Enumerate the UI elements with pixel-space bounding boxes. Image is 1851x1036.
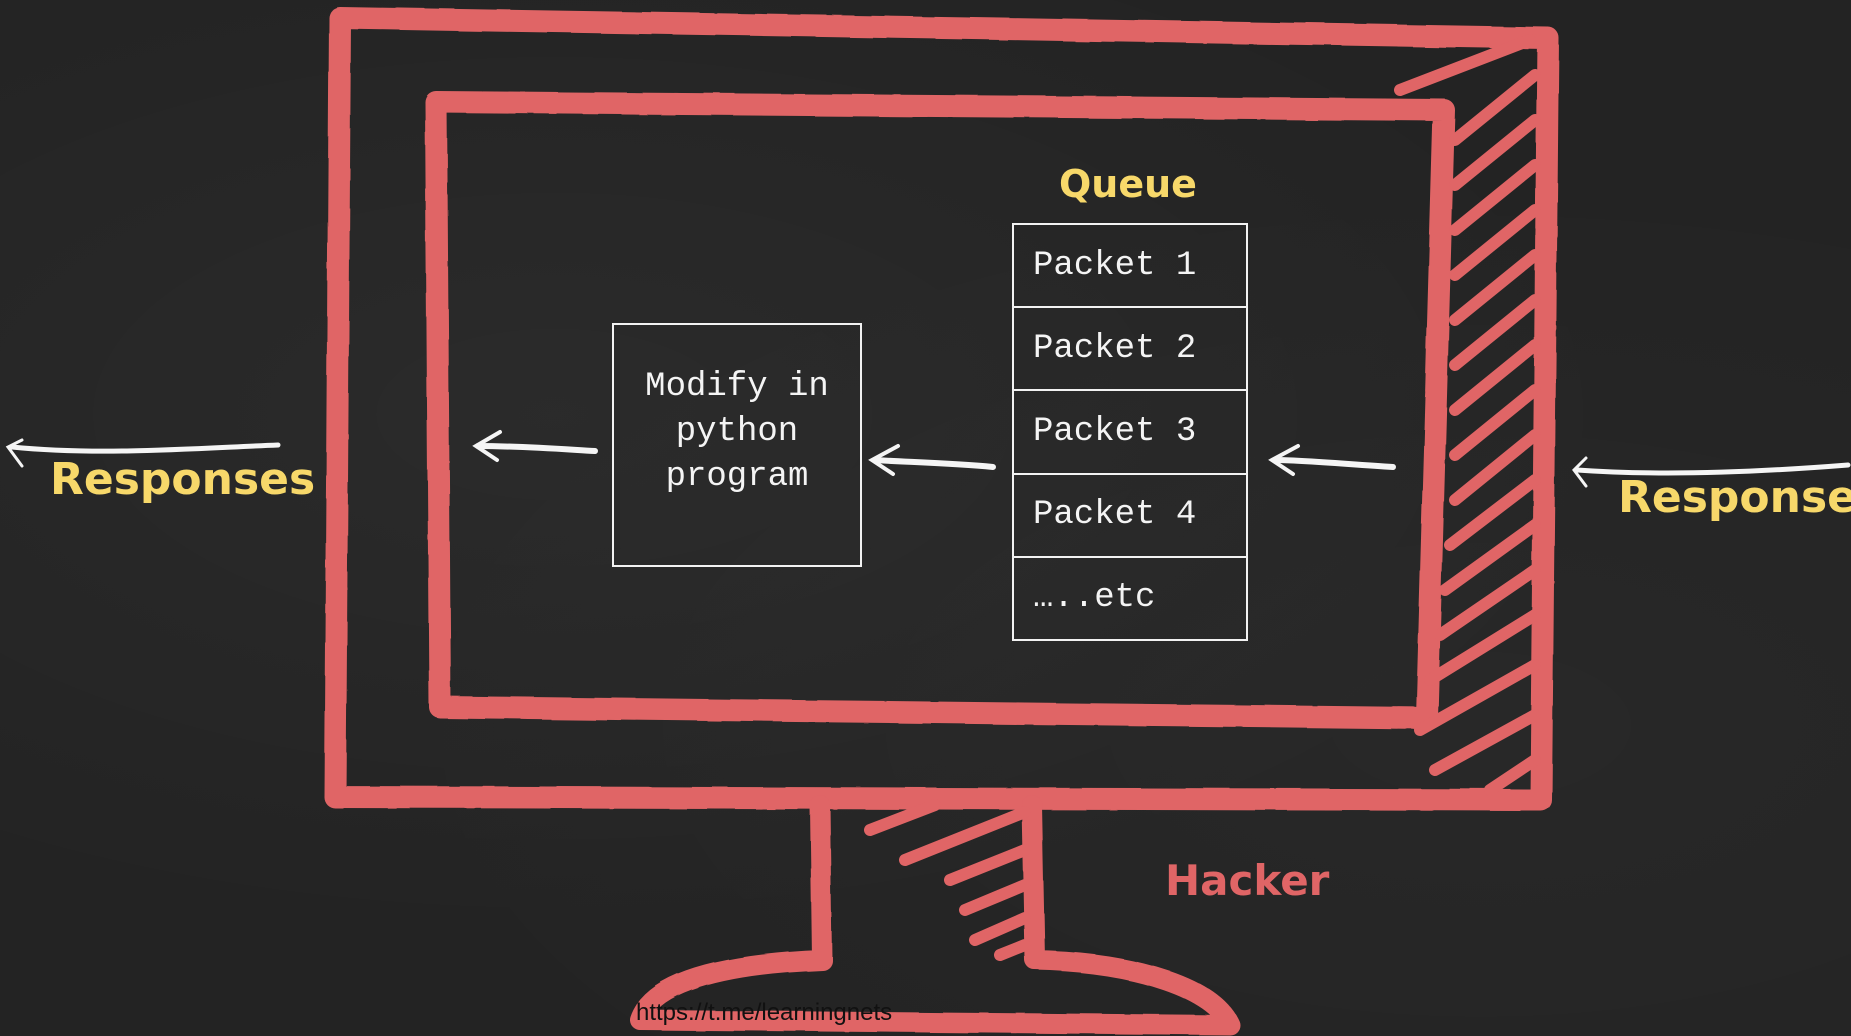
responses-label-left: Responses [50, 454, 316, 505]
footer-link[interactable]: https://t.me/learningnets [636, 999, 893, 1026]
modify-program-text: Modify in python program [645, 368, 829, 496]
queue-item-packet-3: Packet 3 [1014, 391, 1246, 475]
responses-label-right: Responses [1618, 472, 1851, 523]
queue-item-packet-1: Packet 1 [1014, 225, 1246, 309]
modify-program-box: Modify in python program [612, 323, 862, 567]
arrow-left-icon [5, 430, 1851, 488]
queue-item-etc: …..etc [1033, 579, 1156, 618]
hacker-label: Hacker [1165, 856, 1330, 905]
queue-item-packet-4: Packet 4 [1014, 475, 1246, 558]
packet-queue: Packet 1 Packet 2 Packet 3 Packet 4 …..e… [1012, 223, 1248, 641]
queue-item-packet-2: Packet 2 [1014, 308, 1246, 392]
monitor-stand [630, 795, 1240, 1035]
queue-title: Queue [1059, 162, 1197, 206]
monitor-outer-frame [324, 7, 1559, 811]
monitor-inner-frame [425, 91, 1455, 729]
monitor-hatching [864, 34, 1541, 961]
